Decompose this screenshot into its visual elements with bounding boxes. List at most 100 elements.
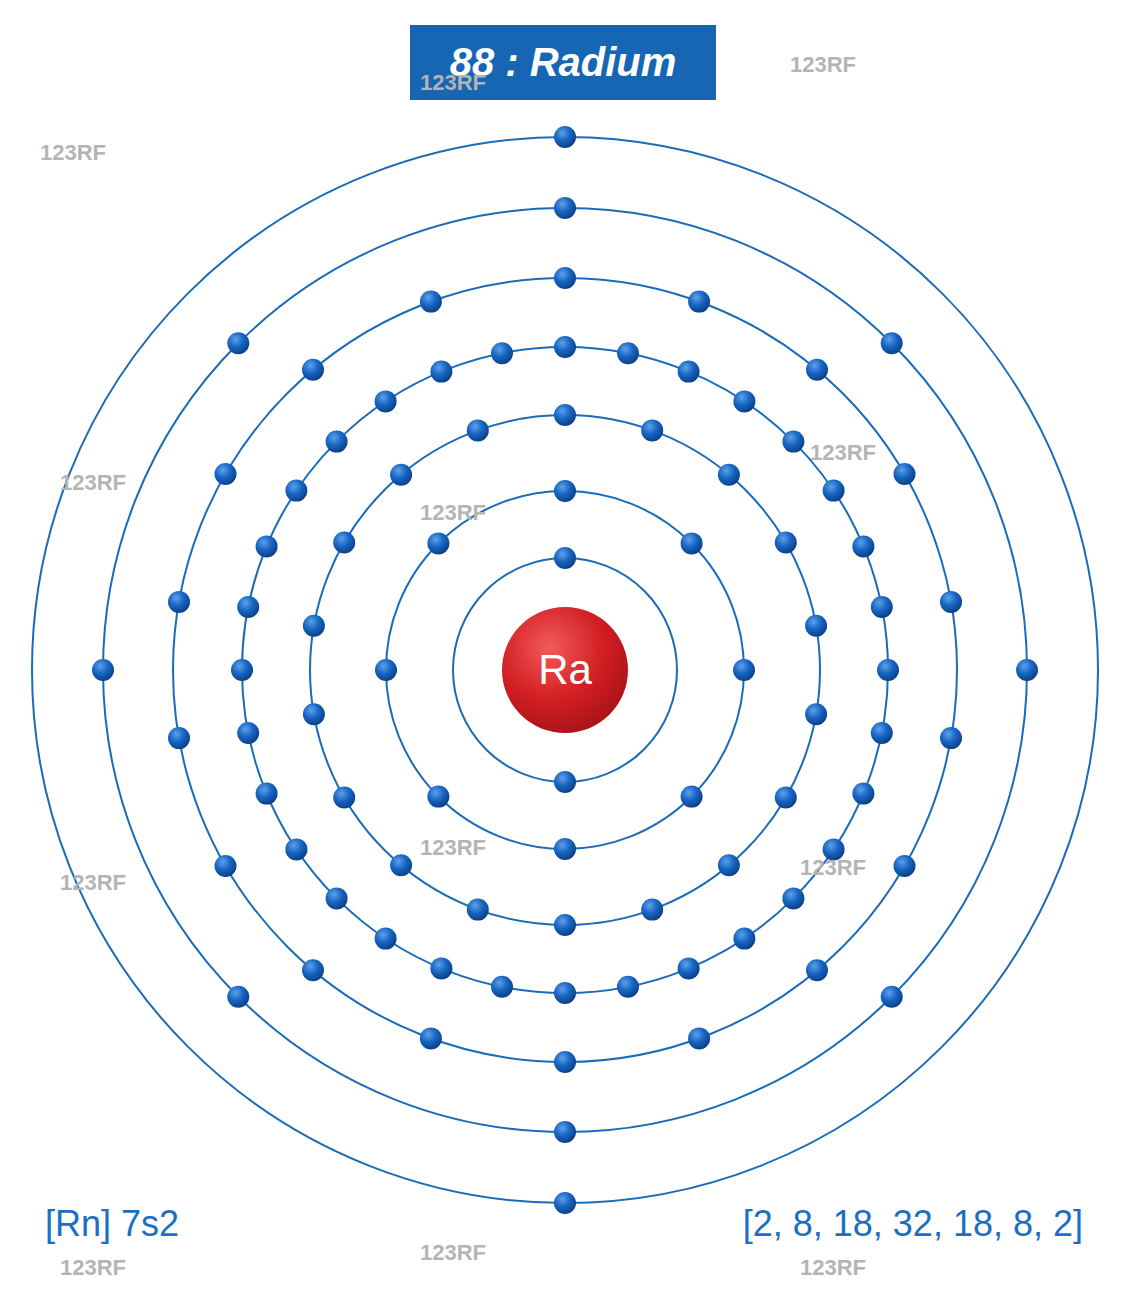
nucleus: Ra bbox=[502, 607, 628, 733]
electron bbox=[554, 480, 576, 502]
electron bbox=[641, 899, 663, 921]
element-symbol: Ra bbox=[538, 646, 592, 694]
electron bbox=[427, 532, 449, 554]
electron bbox=[168, 727, 190, 749]
electron bbox=[940, 727, 962, 749]
electron bbox=[326, 887, 348, 909]
electron bbox=[782, 431, 804, 453]
electron bbox=[430, 957, 452, 979]
electron bbox=[491, 342, 513, 364]
electron bbox=[554, 126, 576, 148]
watermark: 123RF bbox=[800, 1255, 866, 1281]
watermark: 123RF bbox=[60, 1255, 126, 1281]
watermark: 123RF bbox=[420, 70, 486, 96]
electron bbox=[782, 887, 804, 909]
electron bbox=[852, 783, 874, 805]
electron bbox=[375, 928, 397, 950]
electron bbox=[237, 722, 259, 744]
electron bbox=[285, 480, 307, 502]
electron bbox=[1016, 659, 1038, 681]
electron bbox=[303, 615, 325, 637]
orbit bbox=[242, 347, 888, 993]
electron bbox=[554, 1192, 576, 1214]
electron bbox=[231, 659, 253, 681]
electron bbox=[390, 854, 412, 876]
electron bbox=[215, 855, 237, 877]
electron bbox=[871, 596, 893, 618]
electron bbox=[168, 591, 190, 613]
electron bbox=[894, 855, 916, 877]
orbits bbox=[32, 137, 1098, 1203]
electron bbox=[775, 532, 797, 554]
electron bbox=[227, 986, 249, 1008]
electron bbox=[215, 463, 237, 485]
electron bbox=[430, 361, 452, 383]
electron bbox=[326, 431, 348, 453]
electron bbox=[285, 838, 307, 860]
electron bbox=[467, 899, 489, 921]
electron bbox=[333, 787, 355, 809]
electron bbox=[303, 703, 325, 725]
watermark: 123RF bbox=[60, 470, 126, 496]
electron bbox=[554, 547, 576, 569]
orbit bbox=[103, 208, 1027, 1132]
electron bbox=[617, 976, 639, 998]
electron bbox=[681, 532, 703, 554]
electron bbox=[302, 959, 324, 981]
electron bbox=[92, 659, 114, 681]
electron bbox=[894, 463, 916, 485]
electron bbox=[733, 928, 755, 950]
electron bbox=[554, 914, 576, 936]
electrons bbox=[92, 126, 1038, 1214]
electron bbox=[806, 359, 828, 381]
orbit bbox=[32, 137, 1098, 1203]
electron bbox=[467, 419, 489, 441]
watermark: 123RF bbox=[790, 52, 856, 78]
electron bbox=[390, 464, 412, 486]
electron bbox=[256, 535, 278, 557]
electron bbox=[554, 771, 576, 793]
electron bbox=[806, 959, 828, 981]
watermark: 123RF bbox=[40, 140, 106, 166]
electron bbox=[554, 197, 576, 219]
electron bbox=[881, 332, 903, 354]
orbit bbox=[173, 278, 957, 1062]
electron-configuration: [Rn] 7s2 bbox=[45, 1203, 179, 1245]
electron bbox=[718, 464, 740, 486]
electron bbox=[554, 267, 576, 289]
electron bbox=[940, 591, 962, 613]
shell-distribution: [2, 8, 18, 32, 18, 8, 2] bbox=[743, 1203, 1083, 1245]
orbit bbox=[386, 491, 744, 849]
electron bbox=[678, 957, 700, 979]
orbit bbox=[453, 558, 677, 782]
watermark: 123RF bbox=[810, 440, 876, 466]
electron bbox=[554, 838, 576, 860]
electron bbox=[688, 291, 710, 313]
electron bbox=[333, 532, 355, 554]
electron bbox=[877, 659, 899, 681]
electron bbox=[554, 1051, 576, 1073]
electron bbox=[375, 390, 397, 412]
electron bbox=[871, 722, 893, 744]
watermark: 123RF bbox=[800, 855, 866, 881]
electron bbox=[805, 703, 827, 725]
electron bbox=[823, 480, 845, 502]
electron bbox=[256, 783, 278, 805]
electron bbox=[641, 419, 663, 441]
orbit bbox=[310, 415, 820, 925]
electron bbox=[554, 336, 576, 358]
electron bbox=[237, 596, 259, 618]
electron bbox=[427, 786, 449, 808]
electron bbox=[681, 786, 703, 808]
electron bbox=[491, 976, 513, 998]
watermark: 123RF bbox=[420, 1240, 486, 1266]
electron bbox=[733, 390, 755, 412]
electron bbox=[554, 982, 576, 1004]
electron bbox=[733, 659, 755, 681]
electron bbox=[775, 787, 797, 809]
electron bbox=[852, 535, 874, 557]
electron bbox=[375, 659, 397, 681]
electron bbox=[420, 1027, 442, 1049]
electron bbox=[617, 342, 639, 364]
electron bbox=[554, 1121, 576, 1143]
